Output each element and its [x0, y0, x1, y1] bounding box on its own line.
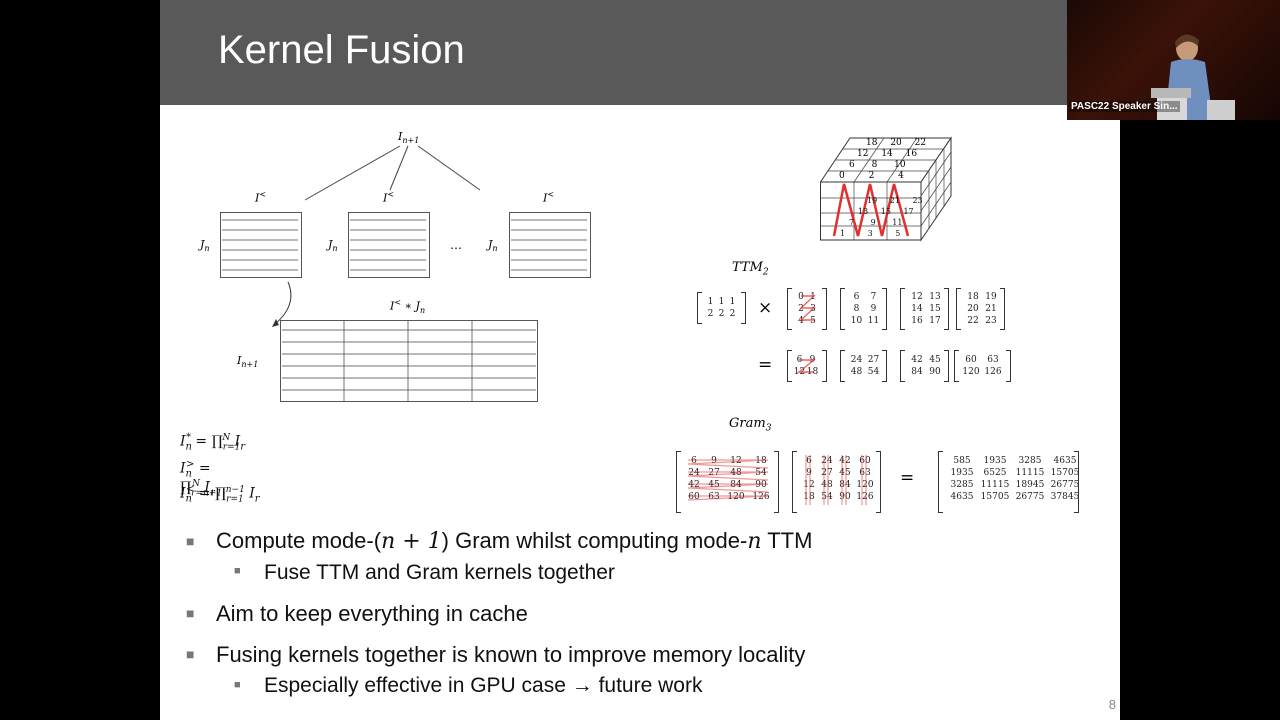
gram-label-text: Gram — [729, 416, 766, 431]
formula-greater: In> = ∏r=n+1N Ir — [180, 459, 223, 499]
bracket-left — [697, 292, 702, 324]
bullet-marker-5: ■ — [234, 679, 241, 691]
ttm-highlight-path — [799, 295, 816, 321]
bullet-marker-2: ■ — [234, 565, 241, 577]
top-label: In+1 — [398, 130, 420, 146]
ttm-result-highlight — [797, 359, 816, 373]
bullet-1: Compute mode-(n + 1) Gram whilst computi… — [216, 528, 813, 554]
slide: Kernel Fusion In+1 I< I< I< Jn Jn Jn … — [160, 0, 1120, 720]
ellipsis: … — [450, 238, 462, 252]
tensor-slice-1 — [220, 212, 302, 278]
row-label-3: Jn — [488, 238, 498, 254]
ttm-label: TTM2 — [732, 260, 769, 278]
bullet-marker-3: ■ — [186, 605, 195, 621]
times-symbol: × — [758, 298, 773, 318]
cube-front-13: 13 15 17 — [858, 207, 914, 216]
cube-front-19: 19 21 23 — [867, 196, 923, 205]
bullet-2: Fuse TTM and Gram kernels together — [264, 561, 615, 584]
title-bar: Kernel Fusion — [160, 0, 1067, 105]
formula-less: In< = ∏r=1n−1 Ir — [180, 484, 260, 505]
bullet-5: Especially effective in GPU case → futur… — [264, 674, 703, 697]
ttm-label-text: TTM — [732, 260, 763, 275]
combined-matrix — [280, 320, 538, 402]
combined-row-label: In+1 — [237, 354, 259, 370]
cube-row-18: 18 20 22 — [866, 138, 927, 148]
speaker-figure — [1151, 34, 1235, 120]
bullet-3: Aim to keep everything in cache — [216, 601, 528, 626]
formula-star: In* = ∏r=1N Ir — [180, 432, 245, 453]
slide-title: Kernel Fusion — [218, 28, 465, 72]
combined-label: I< ∗ Jn — [390, 298, 426, 315]
branch-label-3: I< — [543, 190, 555, 205]
cube-row-6: 6 8 10 — [849, 160, 906, 170]
speaker-video: PASC22 Speaker Sin... — [1067, 0, 1280, 120]
ttm-equals: = — [758, 355, 773, 375]
tensor-slice-2 — [348, 212, 430, 278]
cube-front-7: 7 9 11 — [849, 218, 903, 227]
gram-b-highlight — [805, 455, 867, 505]
bracket-right — [741, 292, 746, 324]
gram-a-highlight — [687, 459, 769, 501]
cube-front-1: 1 3 5 — [840, 229, 901, 238]
tensor-slice-3 — [509, 212, 591, 278]
branch-label-2: I< — [383, 190, 395, 205]
gram-equals: = — [900, 468, 915, 488]
cube-row-12: 12 14 16 — [857, 149, 918, 159]
branch-label-1: I< — [255, 190, 267, 205]
row-label-1: Jn — [200, 238, 210, 254]
bullet-4: Fusing kernels together is known to impr… — [216, 642, 806, 667]
cube-row-0: 0 2 4 — [839, 171, 904, 181]
tensor-cube — [820, 136, 952, 242]
speaker-caption: PASC22 Speaker Sin... — [1069, 101, 1180, 112]
bullet-marker-4: ■ — [186, 646, 195, 662]
diagram-lines — [272, 145, 481, 327]
row-label-2: Jn — [328, 238, 338, 254]
gram-label: Gram3 — [729, 416, 771, 434]
page-number: 8 — [1108, 697, 1116, 712]
gram-label-sub: 3 — [765, 423, 772, 434]
bullet-marker-1: ■ — [186, 533, 195, 549]
ttm-label-sub: 2 — [762, 267, 769, 278]
